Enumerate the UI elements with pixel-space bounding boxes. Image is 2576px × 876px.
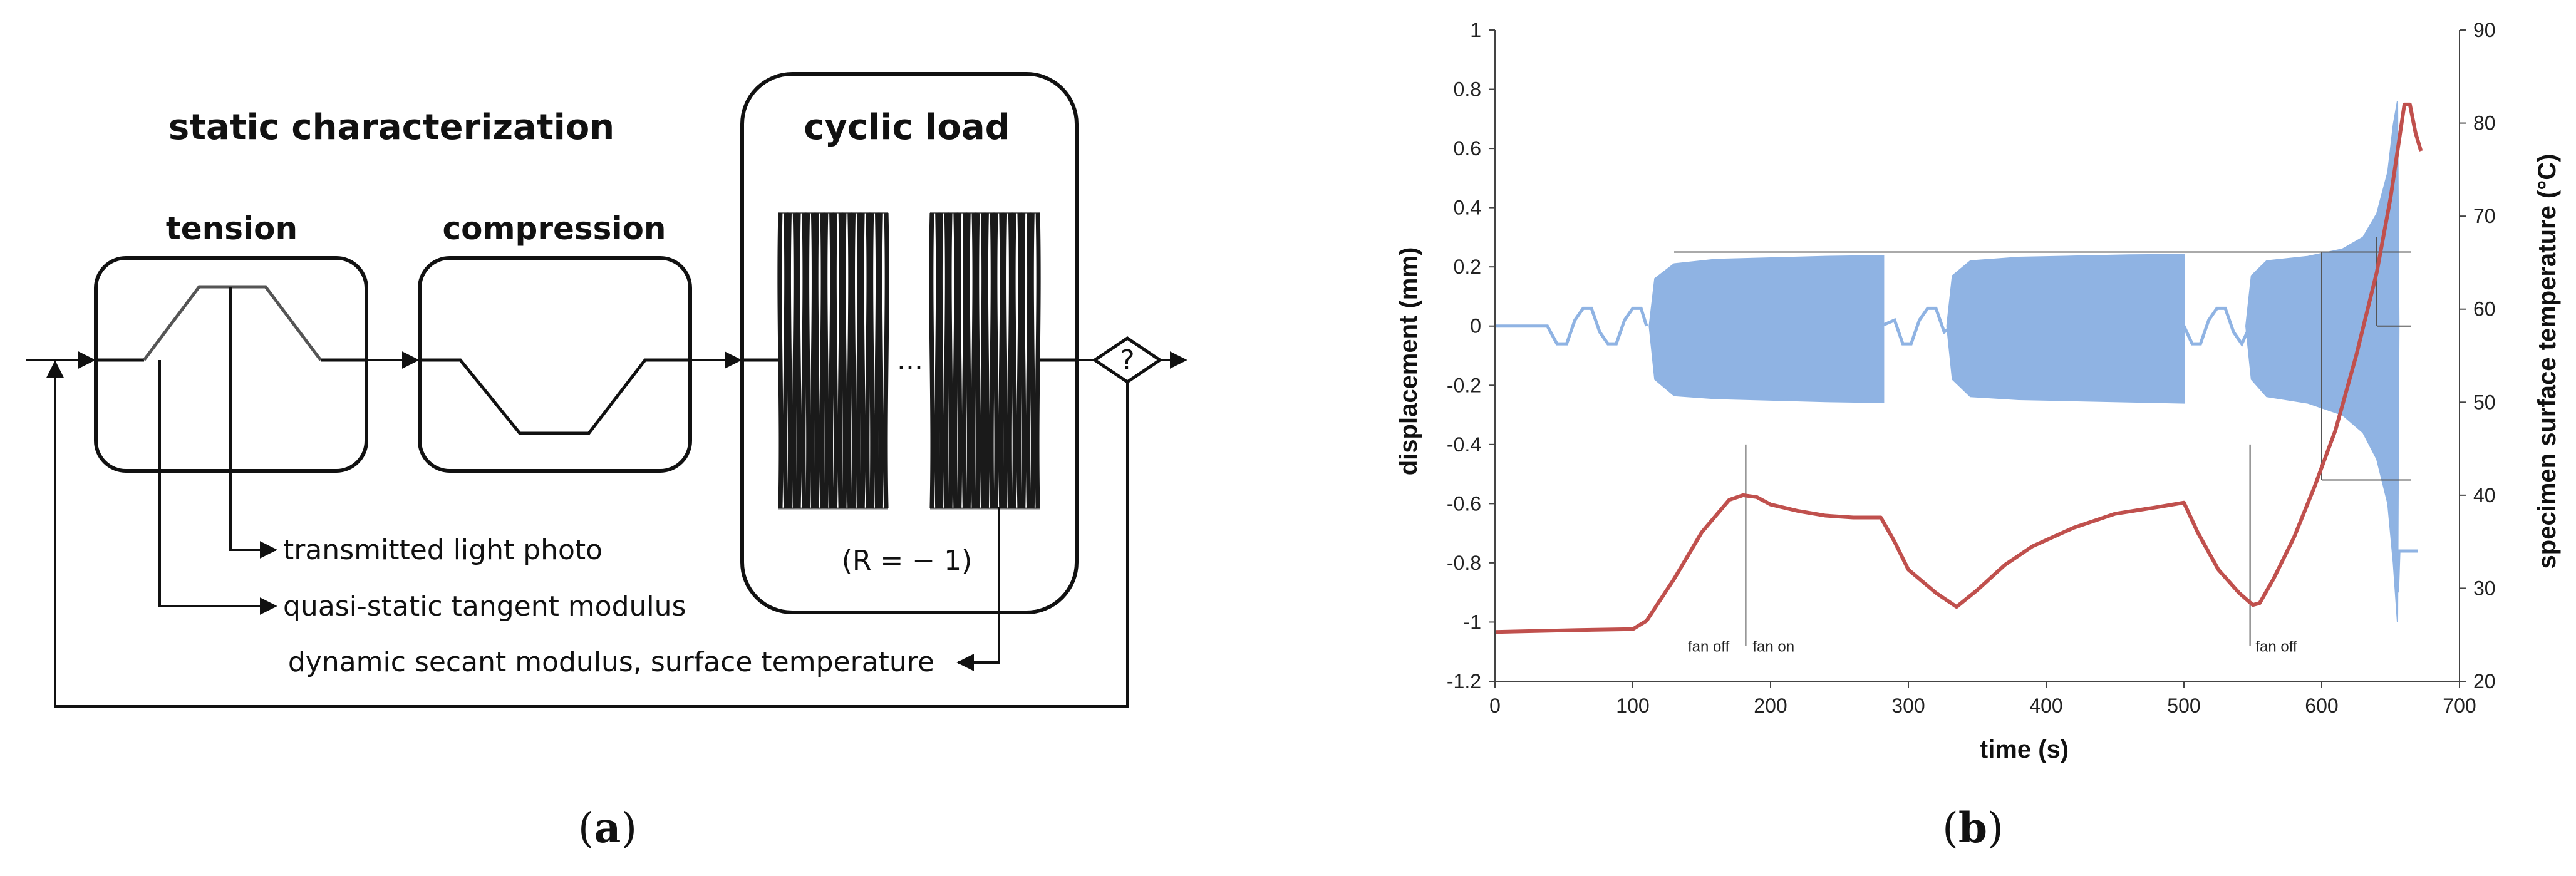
cyclic-stroke [975,212,986,509]
displacement-cyclic-band [1946,254,2185,404]
y-tick-label: 1 [1470,19,1481,41]
cycle-ellipsis: ... [897,344,923,376]
cyclic-stroke [993,212,1005,509]
y2-axis-label: specimen surface temperature (°C) [2533,154,2561,569]
x-tick-label: 700 [2443,694,2476,717]
y2-tick-label: 50 [2473,391,2496,413]
cyclic-stroke [965,212,977,509]
cyclic-load-heading: cyclic load [804,107,1010,148]
y-tick-label: 0.8 [1454,78,1481,101]
x-tick-label: 600 [2305,694,2338,717]
secant-modulus-leader [956,507,1000,671]
cyclic-stroke [859,212,871,509]
compression-box [418,256,692,473]
displacement-static-segment [1880,306,1953,346]
cyclic-stroke [983,212,995,509]
cyclic-stroke [929,212,941,509]
y-tick-label: -1.2 [1447,670,1481,693]
x-tick-label: 300 [1891,694,1925,717]
y-tick-label: 0.4 [1454,197,1481,219]
y2-tick-label: 30 [2473,577,2496,599]
compression-label: compression [442,210,666,247]
y-tick-label: -0.2 [1447,374,1481,396]
fan-annotation: fan on [1752,639,1794,656]
cyclic-stroke [777,212,789,509]
displacement-cyclic-band [1648,255,1885,403]
cyclic-stroke [814,212,825,509]
cyclic-stroke [1002,212,1013,509]
tension-signal-ramp [143,285,322,361]
x-axis-label: time (s) [1980,736,2069,763]
note-transmitted-light-photo: transmitted light photo [283,534,603,566]
cyclic-stroke [823,212,835,509]
y2-tick-label: 80 [2473,112,2496,135]
y2-tick-label: 40 [2473,484,2496,507]
note-dynamic-secant-modulus: dynamic secant modulus, surface temperat… [288,646,934,678]
cyclic-stroke [786,212,798,509]
cyclic-stroke [1029,212,1041,509]
panel-b-chart: 90 80 70 60 50 40 30 20 1 0.8 0.6 0.4 0.2 0 -0.2 -0.4 -… [1395,19,2561,852]
fan-annotation: fan off [1688,639,1730,656]
caption-a: (a) [578,803,637,852]
y-tick-label: -0.6 [1447,492,1481,515]
displacement-static-segment [1495,306,1648,346]
time-axis-ticks: 0 100 200 300 400 500 600 700 [1489,681,2476,717]
cyclic-stroke [805,212,816,509]
cyclic-waveform-block-1 [777,212,889,510]
cyclic-stroke [947,212,959,509]
feedback-loop-arrow [46,360,1129,708]
light-photo-leader [229,287,277,559]
cyclic-stroke [877,212,889,509]
displacement-axis-ticks: 1 0.8 0.6 0.4 0.2 0 -0.2 -0.4 -0.6 -0.8 -1 -1.2 [1447,19,1495,693]
y2-tick-label: 90 [2473,19,2496,41]
y-tick-label: -0.8 [1447,552,1481,574]
displacement-cyclic-band [2245,101,2400,622]
displacement-static-segment [2182,306,2252,348]
decision-symbol: ? [1120,344,1134,376]
y-tick-label: -0.4 [1447,433,1481,456]
displacement-series [1495,101,2418,622]
temperature-line [1494,102,2423,634]
x-tick-label: 0 [1489,694,1501,717]
fan-annotations: fan off fan on fan off [1688,639,2297,656]
cyclic-stroke [795,212,807,509]
tension-label: tension [166,210,297,247]
y-tick-label: 0 [1470,315,1481,338]
x-tick-label: 100 [1616,694,1649,717]
y2-tick-label: 60 [2473,298,2496,321]
x-tick-label: 200 [1754,694,1787,717]
note-quasi-static-tangent-modulus: quasi-static tangent modulus [283,590,686,622]
static-characterization-heading: static characterization [168,107,614,148]
caption-b: (b) [1942,803,2004,852]
cyclic-stroke [956,212,968,509]
cyclic-stroke [938,212,949,509]
y-tick-label: 0.2 [1454,255,1481,278]
displacement-tail [2396,549,2418,593]
cyclic-stroke [832,212,844,509]
y2-tick-label: 70 [2473,205,2496,227]
load-ratio-label: (R = − 1) [842,545,973,577]
tangent-modulus-leader [158,360,277,615]
y-tick-label: 0.6 [1454,137,1481,160]
y-tick-label: -1 [1464,611,1481,633]
compression-signal [420,358,690,435]
panel-a-diagram: static characterization tension compress… [26,72,1187,852]
x-tick-label: 400 [2029,694,2062,717]
cyclic-stroke [869,212,881,509]
temperature-axis-ticks: 90 80 70 60 50 40 30 20 [2460,19,2496,693]
temperature-series [1494,102,2423,634]
cyclic-stroke [1011,212,1023,509]
chart-axes [1494,30,2460,682]
fan-annotation: fan off [2255,639,2297,656]
cyclic-waveform-block-2 [929,212,1041,510]
cyclic-load-box [740,72,1079,614]
cyclic-stroke [851,212,862,509]
y2-tick-label: 20 [2473,670,2496,693]
reference-lines [1674,237,2411,646]
cyclic-stroke [841,212,853,509]
y-axis-label: displacement (mm) [1395,247,1422,476]
cyclic-stroke [1020,212,1032,509]
x-tick-label: 500 [2167,694,2200,717]
